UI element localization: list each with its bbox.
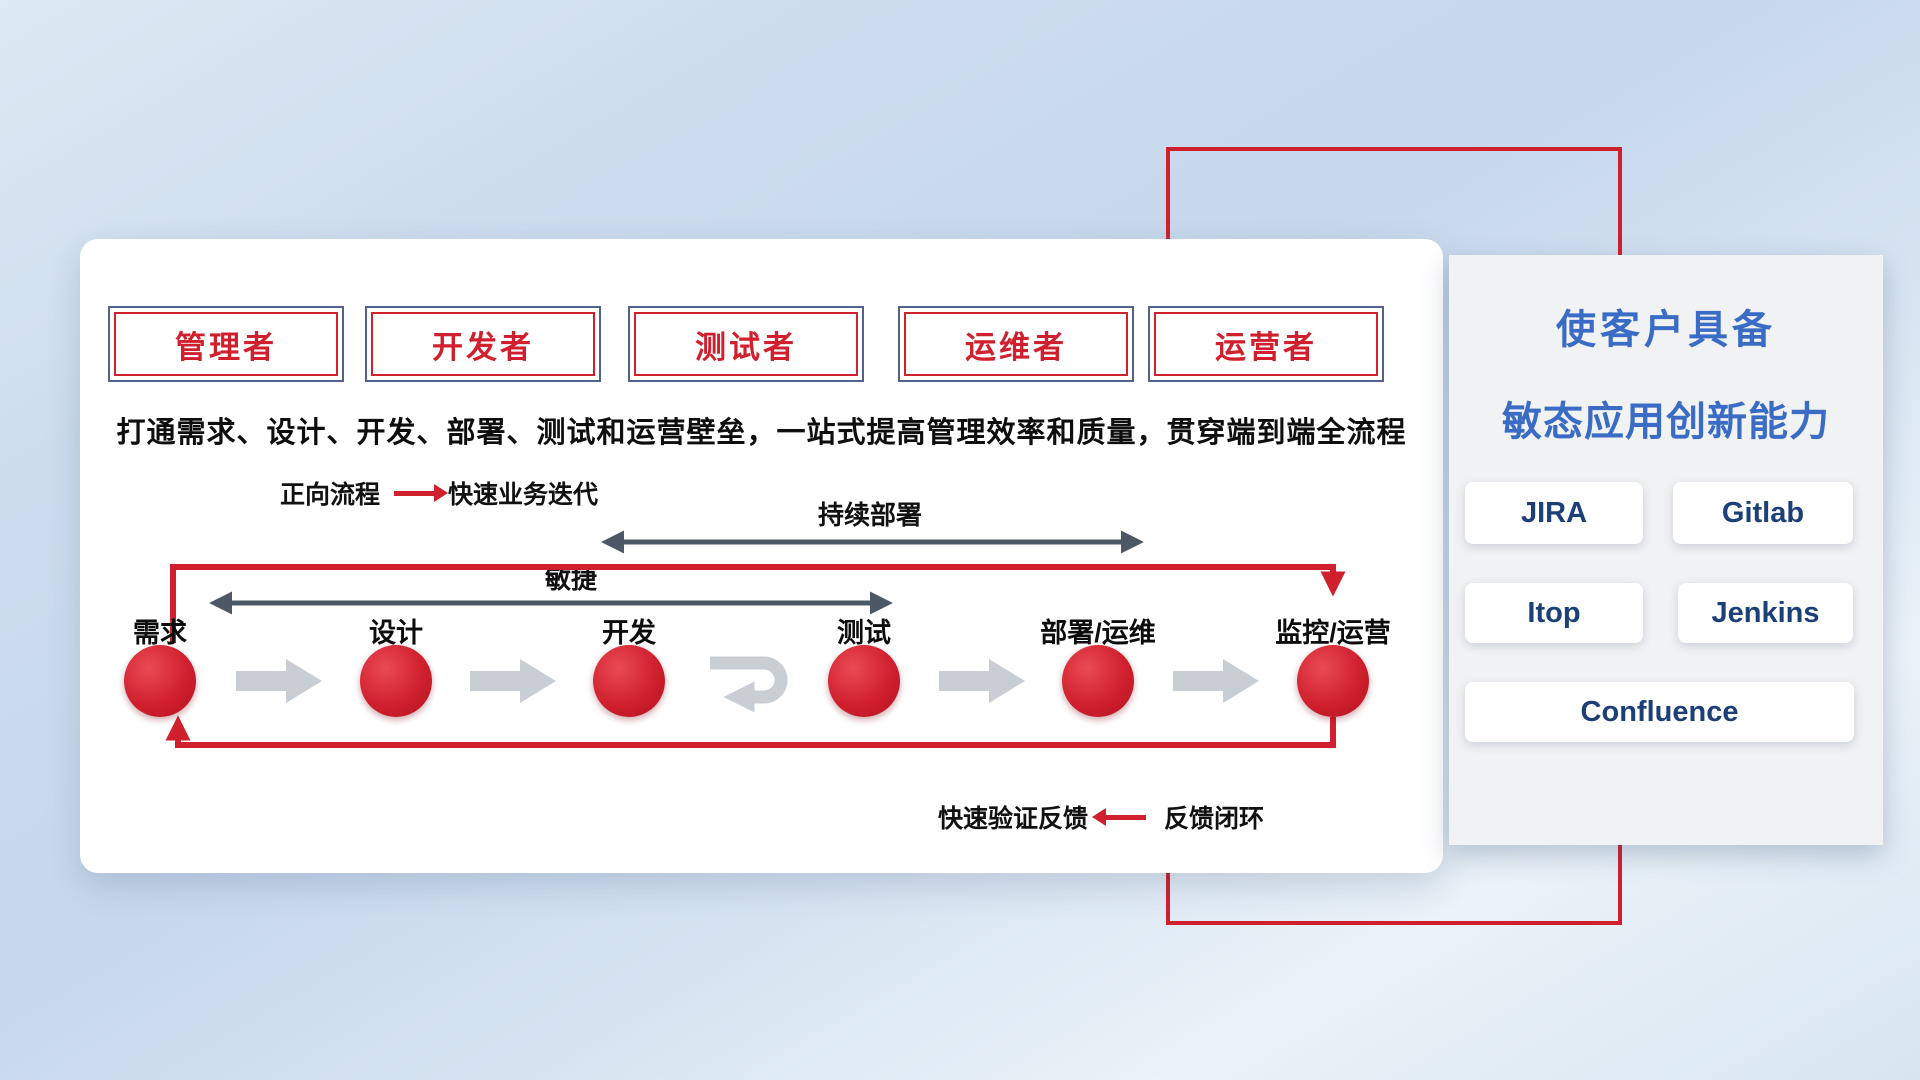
legend-forward: 正向流程 快速业务迭代 xyxy=(280,475,598,511)
feedback-arrow-icon xyxy=(1106,814,1147,820)
tool-badge-confluence: Confluence xyxy=(1465,682,1854,742)
forward-arrow-icon xyxy=(394,490,435,496)
role-box-tester: 测试者 xyxy=(628,306,864,382)
stage-label-requirements: 需求 xyxy=(133,618,187,648)
role-box-operator: 运营者 xyxy=(1148,306,1384,382)
role-box-manager: 管理者 xyxy=(108,306,344,382)
role-label-tester: 测试者 xyxy=(634,312,858,376)
role-box-ops: 运维者 xyxy=(898,306,1134,382)
role-label-manager: 管理者 xyxy=(114,312,338,376)
devops-flow-card: 管理者 开发者 测试者 运维者 运营者 打通需求、设计、开发、部署、测试和运营壁… xyxy=(80,239,1443,873)
forward-loop-line xyxy=(170,564,1346,643)
stage-label-deploy-ops: 部署/运维 xyxy=(1040,618,1156,648)
role-label-ops: 运维者 xyxy=(904,312,1128,376)
role-box-developer: 开发者 xyxy=(365,306,601,382)
legend-forward-desc: 快速业务迭代 xyxy=(448,481,599,509)
tool-badge-itop: Itop xyxy=(1465,583,1643,643)
stage-label-monitor-operations: 监控/运营 xyxy=(1275,618,1391,648)
legend-feedback-desc: 快速验证反馈 xyxy=(938,805,1089,833)
stage-dot-deploy-ops xyxy=(1062,645,1134,717)
step-arrow-2 xyxy=(470,659,556,703)
headline-text: 打通需求、设计、开发、部署、测试和运营壁垒，一站式提高管理效率和质量，贯穿端到端… xyxy=(116,417,1407,449)
continuous-deploy-label: 持续部署 xyxy=(817,500,922,530)
flow-canvas xyxy=(165,530,1346,748)
legend-feedback-label: 反馈闭环 xyxy=(1164,805,1265,833)
panel-title-line2: 敏态应用创新能力 xyxy=(1502,400,1830,444)
role-label-operator: 运营者 xyxy=(1154,312,1378,376)
legend-forward-label: 正向流程 xyxy=(280,481,381,509)
capability-panel: 使客户具备 敏态应用创新能力 JIRA Gitlab Itop Jenkins … xyxy=(1449,255,1883,845)
step-arrow-4 xyxy=(1173,659,1259,703)
tool-badge-gitlab: Gitlab xyxy=(1673,482,1853,544)
panel-title-line1: 使客户具备 xyxy=(1556,308,1776,352)
iteration-loop-icon xyxy=(710,656,788,713)
feedback-loop-line xyxy=(165,715,1336,748)
step-arrow-1 xyxy=(236,659,322,703)
legend-feedback: 快速验证反馈 反馈闭环 xyxy=(938,799,1264,835)
stage-label-design: 设计 xyxy=(369,618,423,648)
tool-badge-jenkins: Jenkins xyxy=(1678,583,1853,643)
stage-dot-testing xyxy=(828,645,900,717)
stage-dot-requirements xyxy=(124,645,196,717)
tool-badge-jira: JIRA xyxy=(1465,482,1643,544)
step-arrow-3 xyxy=(939,659,1025,703)
stage-dot-development xyxy=(593,645,665,717)
stage-dot-design xyxy=(360,645,432,717)
role-label-developer: 开发者 xyxy=(371,312,595,376)
stage-dot-monitor-operations xyxy=(1297,645,1369,717)
stage-label-testing: 测试 xyxy=(837,618,891,648)
stage-label-development: 开发 xyxy=(602,618,656,648)
